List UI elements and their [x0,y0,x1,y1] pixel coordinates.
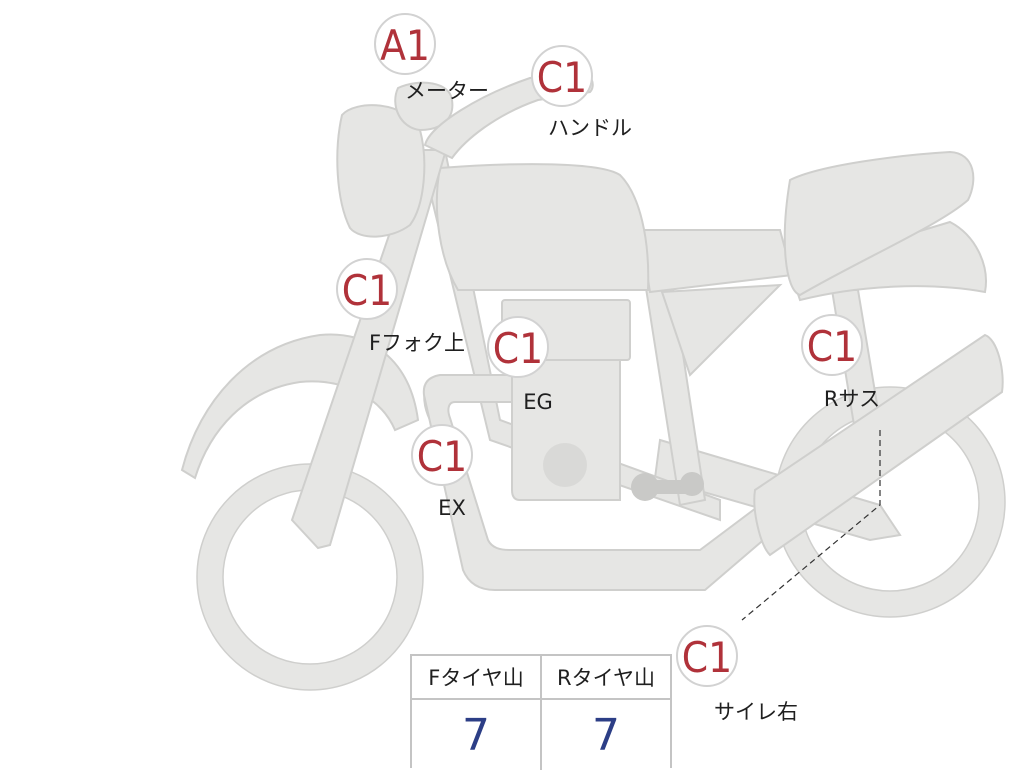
point-label: サイレ右 [714,700,798,724]
inspection-point-silencer-right: C1 サイレ右 [676,625,798,724]
front-tire-tread-header: Fタイヤ山 [428,666,524,690]
inspection-badges: A1 メーター C1 ハンドル C1 Fフォク上 C1 EG C1 EX C1 … [336,13,880,724]
inspection-point-meter: A1 メーター [374,13,489,103]
tread-table-value-cell: 7 [412,700,542,770]
footpeg [631,472,704,501]
tread-table-value-row: 7 7 [412,700,670,770]
grade-label: C1 [682,633,732,682]
seat-rear [783,150,975,297]
engine-case [511,359,621,501]
tread-table-header-cell: Rタイヤ山 [542,656,670,698]
seat [638,229,794,294]
grade-label: C1 [493,324,543,373]
grade-label: C1 [417,432,467,481]
point-label: メーター [405,79,489,103]
motorcycle-silhouette [180,70,1006,691]
silencer-leader-line [741,430,881,621]
point-label: EG [523,390,553,414]
fuel-tank [435,163,650,291]
inspection-point-handlebar: C1 ハンドル [531,45,632,140]
tread-table-value-cell: 7 [542,700,670,770]
grade-label: A1 [380,21,430,70]
point-label: ハンドル [548,116,632,140]
inspection-point-front-fork: C1 Fフォク上 [336,258,465,355]
inspection-point-exhaust: C1 EX [411,424,473,520]
tire-tread-table: Fタイヤ山 Rタイヤ山 7 7 [410,654,672,770]
grade-label: C1 [342,266,392,315]
point-label: Rサス [824,387,880,411]
tread-table-header-row: Fタイヤ山 Rタイヤ山 [412,656,670,700]
point-label: Fフォク上 [369,331,465,355]
grade-label: C1 [807,322,857,371]
tread-table-header-cell: Fタイヤ山 [412,656,542,698]
side-cover [660,283,783,377]
inspection-point-engine: C1 EG [487,316,553,414]
silencer [753,333,1004,557]
rear-fender [788,220,987,302]
point-label: EX [438,496,466,520]
rear-tire-tread-value: 7 [592,709,620,761]
engine-cover [543,443,587,487]
exhaust-pipe-outline [422,374,777,591]
inspection-point-rear-suspension: C1 Rサス [801,314,880,411]
rear-tire-tread-header: Rタイヤ山 [557,666,655,690]
front-tire-tread-value: 7 [462,709,490,761]
grade-label: C1 [537,53,587,102]
